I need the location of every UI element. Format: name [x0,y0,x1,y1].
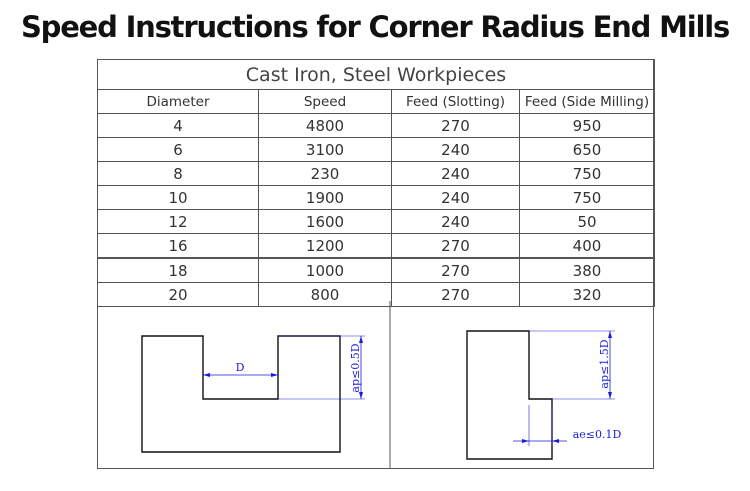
cell-speed: 800 [258,282,392,307]
speed-table: Cast Iron, Steel Workpieces Diameter Spe… [97,59,655,307]
table-group-title: Cast Iron, Steel Workpieces [97,59,655,90]
cell-feed-slotting: 270 [391,233,520,259]
cell-speed: 4800 [258,113,392,138]
cell-feed-side-milling: 50 [519,209,655,234]
cell-feed-side-milling: 750 [519,185,655,210]
diagram-panel: D ap≤0.5D ap≤1.5D ae≤0.1D [97,301,654,469]
cell-speed: 230 [258,161,392,186]
side-milling-workpiece-outline [466,330,553,460]
column-header-feed-side-milling: Feed (Side Milling) [519,89,655,114]
cell-diameter: 16 [97,233,259,259]
arrow-right-icon [271,373,278,377]
cell-feed-side-milling: 400 [519,233,655,259]
cell-diameter: 20 [97,282,259,307]
table-row: 4 4800 270 950 [97,113,655,138]
slot-depth-label: ap≤0.5D [349,343,362,392]
table-row: 16 1200 270 400 [97,233,655,259]
cell-feed-slotting: 270 [391,282,520,307]
table-row: 20 800 270 320 [97,282,655,307]
cell-speed: 1000 [258,257,392,283]
cell-feed-side-milling: 380 [519,257,655,283]
slotting-workpiece-outline [141,335,341,453]
diagram-svg: D ap≤0.5D ap≤1.5D ae≤0.1D [141,301,622,469]
arrow-up-icon [608,331,612,338]
column-header-feed-slotting: Feed (Slotting) [391,89,520,114]
arrow-right-icon [522,439,529,443]
speed-table-container: Cast Iron, Steel Workpieces Diameter Spe… [97,59,655,307]
arrow-left-icon [552,439,559,443]
cell-diameter: 8 [97,161,259,186]
column-header-diameter: Diameter [97,89,259,114]
cell-feed-slotting: 240 [391,161,520,186]
cell-speed: 1600 [258,209,392,234]
table-row: 12 1600 240 50 [97,209,655,234]
table-row: 10 1900 240 750 [97,185,655,210]
cell-diameter: 10 [97,185,259,210]
arrow-down-icon [359,392,363,399]
side-milling-diagram: ap≤1.5D ae≤0.1D [466,330,622,460]
cell-feed-side-milling: 320 [519,282,655,307]
cell-speed: 1900 [258,185,392,210]
cell-speed: 3100 [258,137,392,162]
side-width-label: ae≤0.1D [573,428,622,441]
cell-feed-side-milling: 750 [519,161,655,186]
arrow-down-icon [608,392,612,399]
table-frame [97,59,654,469]
page-title: Speed Instructions for Corner Radius End… [20,10,730,44]
slotting-diagram: D ap≤0.5D [141,335,365,453]
cell-feed-slotting: 270 [391,113,520,138]
slot-width-label: D [236,361,245,374]
side-depth-label: ap≤1.5D [598,339,611,388]
arrow-up-icon [359,336,363,343]
cell-diameter: 12 [97,209,259,234]
cell-feed-slotting: 270 [391,257,520,283]
arrow-left-icon [203,373,210,377]
table-row: 8 230 240 750 [97,161,655,186]
cell-feed-slotting: 240 [391,209,520,234]
